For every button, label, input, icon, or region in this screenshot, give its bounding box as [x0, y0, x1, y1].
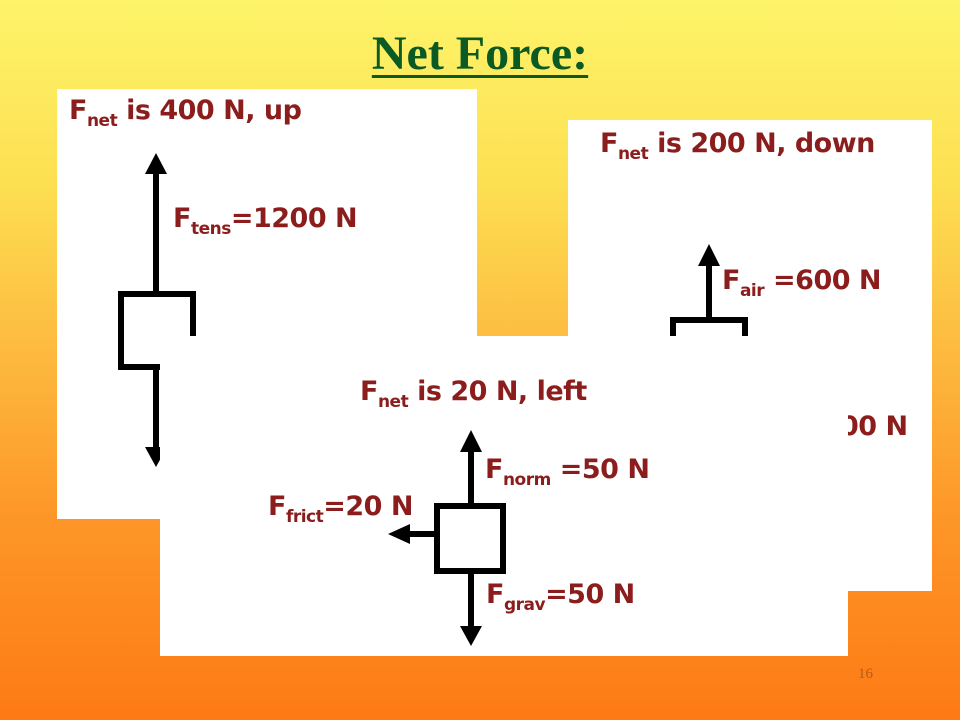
slide-number: 16 — [858, 666, 873, 682]
slide-title: Net Force: — [371, 27, 589, 80]
normal-force-label: Fnorm =50 N — [485, 454, 650, 490]
gravity-arrowhead — [460, 626, 482, 646]
friction-force-label: Ffrict=20 N — [268, 491, 413, 527]
friction-arrowhead — [388, 524, 410, 544]
diagram-net-force-left: Fnet is 20 N, left Fnorm =50 N Ffrict=20… — [160, 336, 848, 656]
air-force-label: Fair =600 N — [722, 265, 882, 301]
tension-force-label: Ftens=1200 N — [173, 203, 358, 239]
sliding-box — [434, 503, 506, 574]
tension-arrowhead — [145, 153, 167, 174]
net-force-label: Fnet is 20 N, left — [360, 376, 587, 412]
free-body-diagram-left — [388, 430, 506, 646]
gravity-force-label-partial: 00 N — [840, 411, 908, 442]
net-force-label: Fnet is 200 N, down — [600, 128, 875, 164]
free-body-diagram-up — [118, 153, 196, 467]
air-arrowhead — [698, 244, 720, 266]
normal-arrowhead — [460, 430, 482, 452]
gravity-force-label: Fgrav=50 N — [486, 579, 635, 615]
net-force-label: Fnet is 400 N, up — [69, 95, 302, 131]
